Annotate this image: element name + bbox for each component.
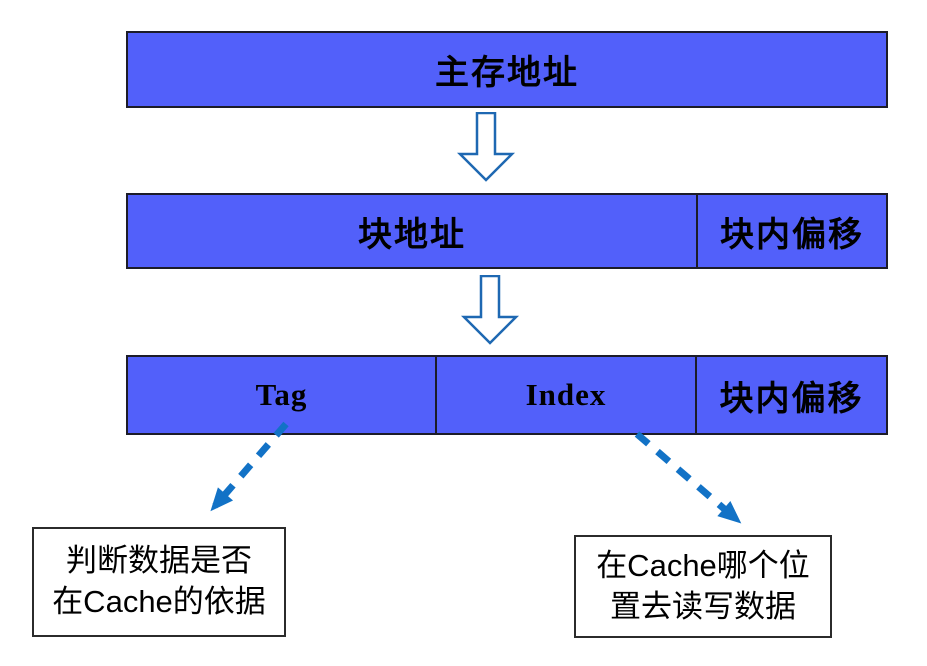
block-offset-label: 块内偏移 xyxy=(719,380,864,418)
index-cell: Index xyxy=(435,357,695,433)
block-offset-cell: 块内偏移 xyxy=(695,357,886,433)
block-address-label: 块地址 xyxy=(358,216,466,254)
index-note-box: 在Cache哪个位 置去读写数据 xyxy=(574,535,832,638)
tag-note-line2: 在Cache的依据 xyxy=(52,584,266,619)
tag-note-box: 判断数据是否 在Cache的依据 xyxy=(32,527,286,637)
tag-index-offset-bar: Tag Index 块内偏移 xyxy=(126,355,888,435)
down-block-arrow-icon xyxy=(460,275,520,345)
main-memory-address-label: 主存地址 xyxy=(435,55,579,92)
index-label: Index xyxy=(525,377,607,412)
tag-label: Tag xyxy=(255,377,308,412)
block-offset-cell: 块内偏移 xyxy=(696,195,886,267)
index-dashed-arrow xyxy=(634,431,742,524)
index-note-line2: 置去读写数据 xyxy=(610,588,796,624)
main-memory-address-bar: 主存地址 xyxy=(126,31,888,108)
tag-cell: Tag xyxy=(128,357,435,433)
block-address-bar: 块地址 块内偏移 xyxy=(126,193,888,269)
down-block-arrow-icon xyxy=(456,112,516,182)
main-memory-address-cell: 主存地址 xyxy=(128,33,886,106)
block-address-cell: 块地址 xyxy=(128,195,696,267)
block-offset-label: 块内偏移 xyxy=(720,216,864,254)
index-note-line1: 在Cache哪个位 xyxy=(596,547,810,583)
tag-note-line1: 判断数据是否 xyxy=(66,543,252,579)
tag-dashed-arrow xyxy=(210,421,289,512)
